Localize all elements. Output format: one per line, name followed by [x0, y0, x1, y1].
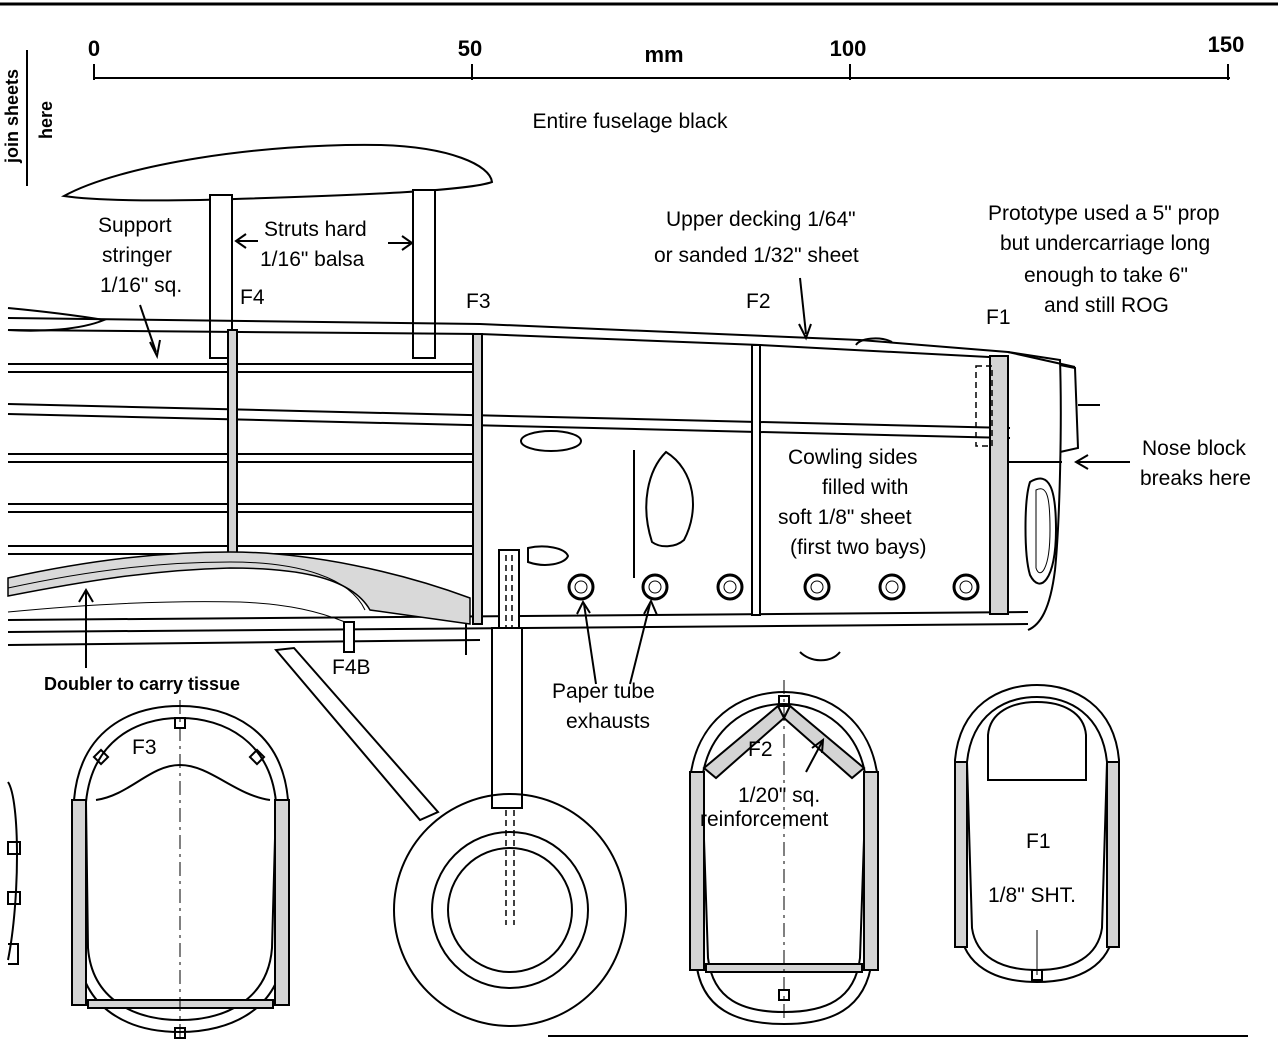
f1-section [953, 683, 1121, 984]
partial-former-left [7, 781, 21, 965]
doubler-note: Doubler to carry tissue [44, 674, 240, 694]
prototype-note-line2: but undercarriage long [1000, 232, 1210, 255]
exhausts-note-line2: exhausts [566, 710, 650, 733]
fuselage-side-view [7, 307, 1100, 662]
section-label-f3: F3 [132, 736, 157, 759]
cowling-note-line4: (first two bays) [790, 536, 927, 559]
f3-section [71, 700, 290, 1041]
nose-block-line2: breaks here [1140, 467, 1251, 490]
upper-decking-line2: or sanded 1/32" sheet [654, 244, 859, 267]
scale-tick-100: 100 [830, 36, 867, 61]
reinforcement-line1: 1/20" sq. [738, 784, 820, 807]
upper-decking-line1: Upper decking 1/64" [666, 208, 856, 231]
former-label-f3: F3 [466, 290, 491, 313]
f2-section [688, 680, 880, 1026]
cowling-note-line2: filled with [822, 476, 908, 499]
former-label-f2: F2 [746, 290, 771, 313]
struts-note-line1: Struts hard [264, 218, 367, 241]
scale-unit: mm [644, 42, 683, 67]
scale-tick-0: 0 [88, 36, 100, 61]
join-marker: join sheets here [2, 50, 56, 186]
prototype-note-line1: Prototype used a 5" prop [988, 202, 1220, 225]
support-stringer-line1: Support [98, 214, 172, 237]
reinforcement-line2: reinforcement [700, 808, 829, 831]
join-label-line2: here [36, 101, 56, 139]
support-stringer-line2: stringer [102, 244, 172, 267]
former-label-f1: F1 [986, 306, 1011, 329]
cowling-note-line1: Cowling sides [788, 446, 918, 469]
exhausts-note-line1: Paper tube [552, 680, 655, 703]
section-label-f2: F2 [748, 738, 773, 761]
prototype-note-line4: and still ROG [1044, 294, 1169, 317]
prototype-note-line3: enough to take 6" [1024, 264, 1188, 287]
section-label-f1: F1 [1026, 830, 1051, 853]
scale-tick-150: 150 [1208, 32, 1245, 57]
cabane-struts [209, 189, 436, 359]
support-stringer-line3: 1/16" sq. [100, 274, 182, 297]
join-label-line1: join sheets [2, 69, 22, 164]
wing-airfoil [60, 143, 494, 202]
nose-block-line1: Nose block [1142, 437, 1246, 460]
former-label-f4: F4 [240, 286, 265, 309]
leader-arrows [78, 233, 1130, 773]
scale-tick-50: 50 [458, 36, 482, 61]
undercarriage [274, 549, 627, 1027]
fuselage-color-note: Entire fuselage black [533, 110, 728, 133]
struts-note-line2: 1/16" balsa [260, 248, 365, 271]
cowling-note-line3: soft 1/8" sheet [778, 506, 912, 529]
exhaust-tubes [567, 573, 980, 601]
scale-bar: 0 50 100 150 mm [88, 32, 1244, 80]
former-label-f4b: F4B [332, 656, 371, 679]
f1-material: 1/8" SHT. [988, 884, 1076, 907]
